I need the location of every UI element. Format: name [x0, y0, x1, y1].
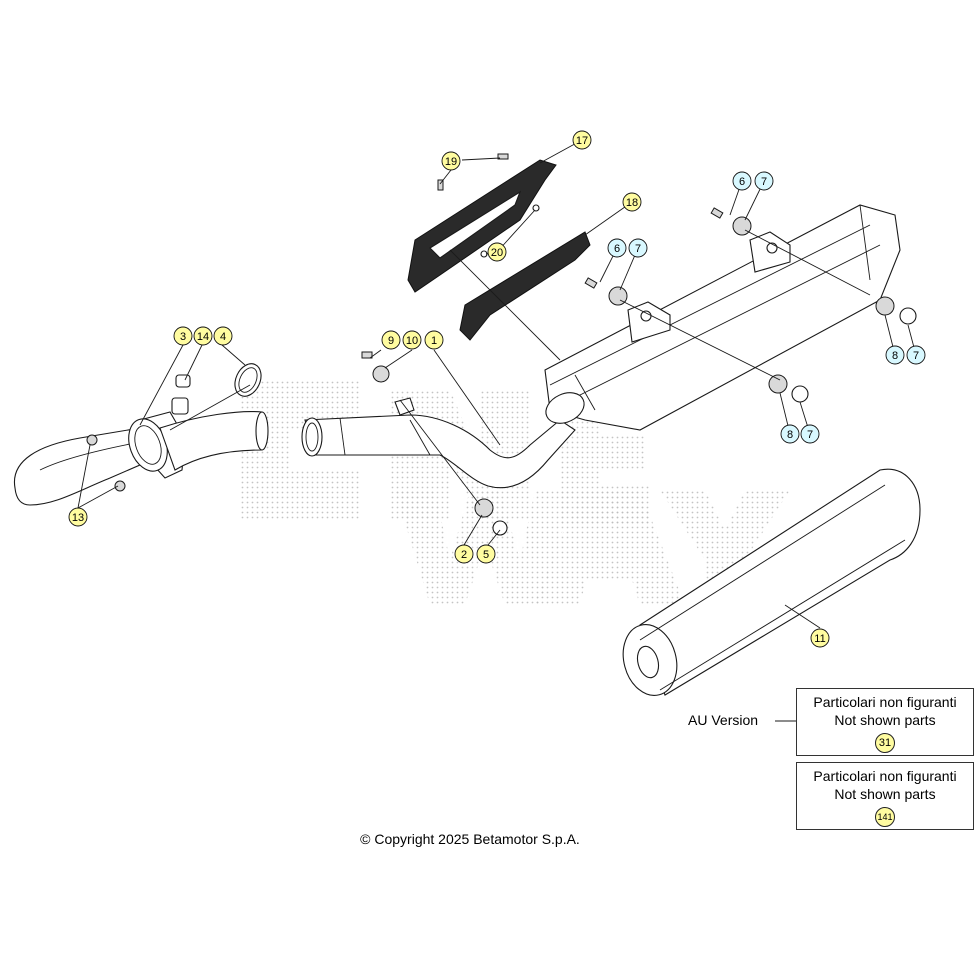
callout-6a[interactable]: 6: [732, 171, 752, 191]
not-shown-parts-box-141: Particolari non figuranti Not shown part…: [796, 762, 974, 830]
svg-text:13: 13: [72, 512, 84, 524]
part-callout-31[interactable]: 31: [875, 733, 895, 753]
callout-7c[interactable]: 7: [906, 345, 926, 365]
silencer: [544, 204, 901, 431]
watermark: [240, 380, 790, 605]
heat-shield-upper: [407, 159, 557, 293]
svg-text:19: 19: [445, 156, 457, 168]
callout-7b[interactable]: 7: [628, 238, 648, 258]
callout-3[interactable]: 3: [173, 326, 193, 346]
svg-text:5: 5: [483, 549, 489, 561]
svg-text:8: 8: [787, 429, 793, 441]
gasket-ring: [234, 363, 262, 397]
svg-text:20: 20: [491, 247, 503, 259]
au-version-label: AU Version: [688, 712, 759, 728]
callout-4[interactable]: 4: [213, 326, 233, 346]
svg-text:9: 9: [388, 335, 394, 347]
callout-2[interactable]: 2: [454, 544, 474, 564]
callout-1[interactable]: 1: [424, 330, 444, 350]
sensor-plug: [171, 374, 191, 415]
svg-text:4: 4: [220, 331, 226, 343]
svg-text:7: 7: [913, 350, 919, 362]
callout-6b[interactable]: 6: [607, 238, 627, 258]
not-shown-line-en: Not shown parts: [834, 786, 936, 802]
svg-text:17: 17: [576, 135, 588, 147]
callout-20[interactable]: 20: [487, 242, 507, 262]
callout-13[interactable]: 13: [68, 507, 88, 527]
callout-5[interactable]: 5: [476, 544, 496, 564]
mid-pipe: [301, 397, 576, 489]
svg-text:7: 7: [761, 176, 767, 188]
svg-text:10: 10: [406, 335, 418, 347]
svg-text:2: 2: [461, 549, 467, 561]
not-shown-line-en: Not shown parts: [834, 712, 936, 728]
svg-text:6: 6: [614, 243, 620, 255]
callout-8a[interactable]: 8: [885, 345, 905, 365]
callout-19[interactable]: 19: [441, 151, 461, 171]
svg-text:18: 18: [626, 197, 638, 209]
svg-text:7: 7: [635, 243, 641, 255]
svg-text:6: 6: [739, 176, 745, 188]
svg-text:11: 11: [814, 633, 825, 645]
not-shown-line-it: Particolari non figuranti: [813, 768, 957, 784]
copyright-notice: © Copyright 2025 Betamotor S.p.A.: [360, 831, 580, 847]
svg-text:14: 14: [197, 331, 209, 343]
header-pipe: [13, 411, 269, 506]
silencer-sleeve: [622, 468, 921, 696]
callout-8b[interactable]: 8: [780, 424, 800, 444]
svg-text:3: 3: [180, 331, 186, 343]
callout-9[interactable]: 9: [381, 330, 401, 350]
svg-text:1: 1: [431, 335, 437, 347]
callout-17[interactable]: 17: [572, 130, 592, 150]
callout-18[interactable]: 18: [622, 192, 642, 212]
callout-14[interactable]: 14: [193, 326, 213, 346]
callout-7a[interactable]: 7: [754, 171, 774, 191]
svg-text:8: 8: [892, 350, 898, 362]
not-shown-line-it: Particolari non figuranti: [813, 694, 957, 710]
callout-10[interactable]: 10: [402, 330, 422, 350]
flange-nuts: [86, 434, 126, 492]
part-callout-141[interactable]: 141: [875, 807, 895, 827]
hardware: [361, 153, 917, 536]
callout-11[interactable]: 11: [810, 628, 830, 648]
not-shown-parts-box-31: Particolari non figuranti Not shown part…: [796, 688, 974, 756]
svg-text:7: 7: [807, 429, 813, 441]
callout-7d[interactable]: 7: [800, 424, 820, 444]
